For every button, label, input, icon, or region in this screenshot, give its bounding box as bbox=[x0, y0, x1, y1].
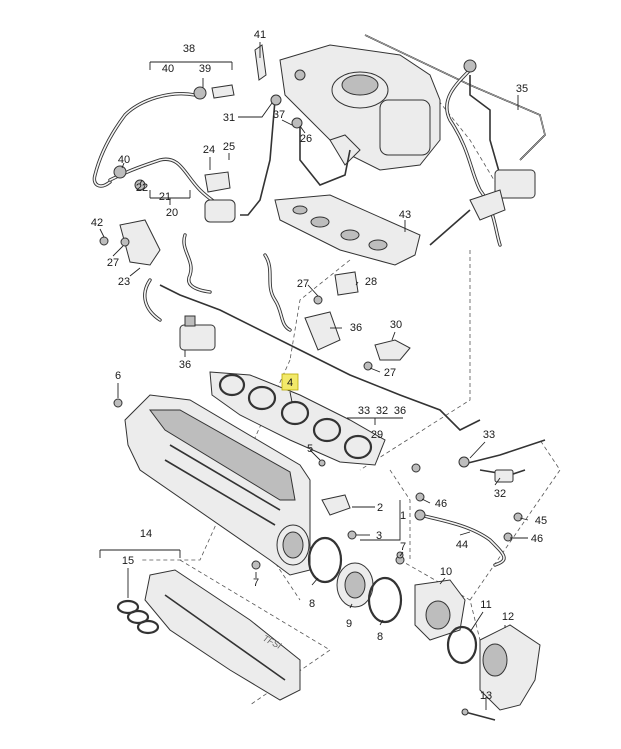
vent-pipe-35 bbox=[364, 34, 546, 176]
callout-40-top: 40 bbox=[162, 63, 174, 75]
gasket-11 bbox=[446, 625, 478, 665]
callout-27-mid: 27 bbox=[297, 278, 309, 290]
callout-30: 30 bbox=[390, 319, 402, 331]
callout-8-right: 8 bbox=[377, 631, 383, 643]
bracket-23 bbox=[99, 219, 161, 266]
callout-31: 31 bbox=[223, 112, 235, 124]
callout-4-highlight bbox=[281, 373, 299, 391]
callout-14: 14 bbox=[140, 528, 152, 540]
callout-33-right: 33 bbox=[483, 429, 495, 441]
callout-11: 11 bbox=[480, 599, 491, 611]
callout-6: 6 bbox=[115, 370, 121, 382]
callout-8-left: 8 bbox=[309, 598, 315, 610]
callout-42: 42 bbox=[91, 217, 103, 229]
callout-22: 22 bbox=[136, 182, 148, 194]
callout-21: 21 bbox=[159, 191, 171, 203]
bolt-13 bbox=[461, 708, 496, 721]
callout-35: 35 bbox=[516, 83, 528, 95]
spacer-9 bbox=[336, 562, 374, 608]
callout-4: 4 bbox=[287, 377, 293, 389]
callout-24: 24 bbox=[203, 144, 215, 156]
solenoid-valve-36-right bbox=[304, 271, 359, 351]
o-ring-8-right bbox=[367, 576, 403, 624]
callout-7-left: 7 bbox=[253, 577, 259, 589]
callout-10: 10 bbox=[440, 566, 452, 578]
callout-25: 25 bbox=[223, 141, 235, 153]
throttle-body-10 bbox=[414, 579, 466, 641]
callout-36-group: 36 bbox=[394, 405, 406, 417]
pipe-37 bbox=[240, 44, 351, 216]
callout-7-right: 7 bbox=[400, 541, 406, 553]
hose-right bbox=[429, 59, 536, 247]
callout-26: 26 bbox=[300, 133, 312, 145]
callout-32-right: 32 bbox=[494, 488, 506, 500]
leader-lines bbox=[99, 42, 529, 710]
callout-41: 41 bbox=[254, 29, 266, 41]
callout-39: 39 bbox=[199, 63, 211, 75]
sensor-30 bbox=[363, 339, 411, 371]
callout-20: 20 bbox=[166, 207, 178, 219]
callout-29: 29 bbox=[371, 429, 383, 441]
callout-2: 2 bbox=[377, 502, 383, 514]
callout-3: 3 bbox=[376, 530, 382, 542]
hose-middle bbox=[143, 233, 481, 431]
callout-36-left: 36 bbox=[179, 359, 191, 371]
callout-27-right: 27 bbox=[384, 367, 396, 379]
callout-32: 32 bbox=[376, 405, 388, 417]
callout-45: 45 bbox=[535, 515, 547, 527]
callout-13: 13 bbox=[480, 690, 492, 702]
callout-27-left: 27 bbox=[107, 257, 119, 269]
clip-and-valve bbox=[113, 165, 236, 223]
pipe-44 bbox=[414, 492, 523, 567]
intake-pipe-12 bbox=[479, 624, 541, 711]
callout-38: 38 bbox=[183, 43, 195, 55]
callout-1: 1 bbox=[400, 510, 406, 522]
grommets-15 bbox=[116, 599, 160, 635]
callout-40-left: 40 bbox=[118, 154, 130, 166]
callout-23: 23 bbox=[118, 276, 130, 288]
solenoid-valve-36-left bbox=[179, 315, 216, 351]
callout-12: 12 bbox=[502, 611, 514, 623]
callout-36-right: 36 bbox=[350, 322, 362, 334]
callout-46-bottom: 46 bbox=[531, 533, 543, 545]
callout-9: 9 bbox=[346, 618, 352, 630]
callout-37: 37 bbox=[273, 109, 285, 121]
flap-actuator-2 bbox=[321, 494, 357, 540]
callout-labels: 41 38 40 39 35 31 37 26 24 25 40 22 21 2… bbox=[91, 29, 547, 702]
o-ring-8-left bbox=[251, 536, 405, 584]
callout-43: 43 bbox=[399, 209, 411, 221]
callout-28: 28 bbox=[365, 276, 377, 288]
callout-33: 33 bbox=[358, 405, 370, 417]
oil-separator-43 bbox=[274, 194, 421, 266]
breather-housing bbox=[279, 44, 441, 171]
assembly-guide-lines bbox=[140, 89, 561, 706]
callout-44: 44 bbox=[456, 539, 468, 551]
callout-5: 5 bbox=[307, 443, 313, 455]
callout-46-top: 46 bbox=[435, 498, 447, 510]
wiring-33 bbox=[458, 439, 546, 483]
engine-cover-14 bbox=[144, 569, 301, 701]
callout-15: 15 bbox=[122, 555, 134, 567]
